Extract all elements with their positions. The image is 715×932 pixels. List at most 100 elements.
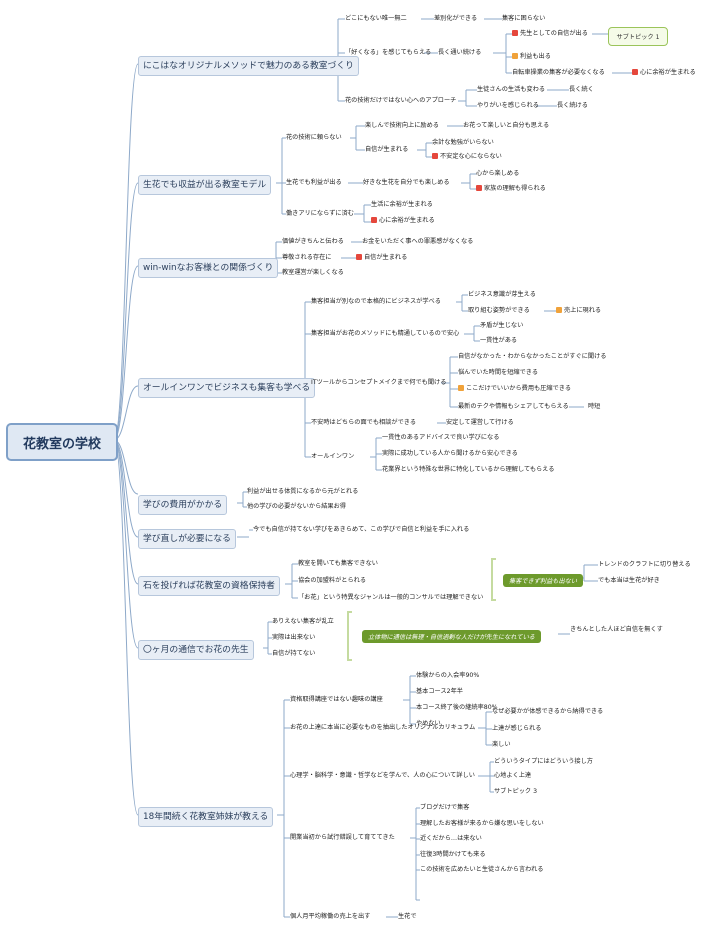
- topic-blog-only[interactable]: ブログだけで集客: [420, 804, 470, 811]
- topic-heart-approach[interactable]: 花の技術だけではない心へのアプローチ: [345, 97, 457, 104]
- branch-18-years[interactable]: 18年間続く花教室姉妹が教える: [138, 807, 274, 827]
- topic-type-approach[interactable]: どういうタイプにはどういう接し方: [494, 758, 593, 765]
- topic-ask-quickly[interactable]: 自信がなかった・わからなかったことがすぐに聞ける: [458, 353, 607, 360]
- topic-profit[interactable]: 利益も出る: [512, 53, 551, 61]
- topic-spread-technique[interactable]: この技術を広めたいと生徒さんから言われる: [420, 866, 544, 873]
- branch-original-method[interactable]: にこはなオリジナルメソッドで魅力のある教室づくり: [138, 56, 359, 76]
- topic-latest-tech[interactable]: 最新のテクや情報もシェアしてもらえる: [458, 403, 569, 410]
- topic-it-tools[interactable]: ITツールからコンセプトメイクまで何でも聞ける: [311, 379, 447, 386]
- branch-win-win[interactable]: win-winなお客様との関係づくり: [138, 258, 279, 278]
- topic-fresh-profit[interactable]: 生花でも利益が出る: [286, 179, 342, 186]
- topic-no-extra-study[interactable]: 余計な勉強がいらない: [432, 139, 494, 146]
- priority-icon: [476, 185, 482, 191]
- topic-trend-craft[interactable]: トレンドのクラフトに切り替える: [598, 561, 691, 568]
- topic-recoup[interactable]: 利益が出せる体質になるから元がとれる: [247, 488, 359, 495]
- topic-attitude[interactable]: 取り組む姿勢ができる: [468, 307, 530, 314]
- topic-join-rate[interactable]: 体験からの入会率90%: [416, 672, 480, 679]
- topic-no-confidence[interactable]: 自信が持てない: [272, 650, 316, 657]
- topic-experience-why[interactable]: なぜ必要かが体感できるから納得できる: [492, 708, 604, 715]
- topic-differentiation[interactable]: 差別化ができる: [434, 15, 478, 22]
- topic-time-saving[interactable]: 時短: [588, 403, 601, 410]
- topic-basic-course[interactable]: 基本コース2年半: [416, 688, 463, 695]
- topic-feel-progress[interactable]: 上達が感じられる: [492, 725, 542, 732]
- topic-no-contradiction[interactable]: 矛盾が生じない: [480, 322, 524, 329]
- topic-consult-anxiety[interactable]: 不安時はどちらの面でも相談ができる: [311, 419, 417, 426]
- topic-all-in-one[interactable]: オールインワン: [311, 453, 355, 460]
- topic-save-time[interactable]: 悩んでいた時間を短縮できる: [458, 369, 539, 376]
- topic-no-trouble-attracting[interactable]: 集客に困らない: [502, 15, 546, 22]
- branch-correspondence[interactable]: 〇ヶ月の通信でお花の先生: [138, 640, 254, 660]
- branch-profit-model[interactable]: 生花でも収益が出る教室モデル: [138, 175, 272, 195]
- priority-icon: [512, 30, 518, 36]
- topic-cannot-attract[interactable]: 教室を開いても集客できない: [298, 560, 378, 567]
- topic-keep-attending[interactable]: 長く通い続ける: [438, 49, 482, 56]
- topic-respected[interactable]: 尊敬される存在に: [282, 254, 332, 261]
- topic-hobby-course[interactable]: 資格取得講座ではない趣味の講座: [290, 696, 383, 703]
- topic-flower-industry[interactable]: 花業界という特殊な世界に特化しているから理解してもらえる: [382, 466, 555, 473]
- topic-fun-operation[interactable]: 教室運営が楽しくなる: [282, 269, 344, 276]
- topic-unique[interactable]: どこにもない唯一無二: [345, 15, 407, 22]
- topic-no-worker-ant[interactable]: 働きアリにならずに済む: [286, 210, 354, 217]
- topic-cannot-do[interactable]: 実際は出来ない: [272, 634, 316, 641]
- topic-heartfelt[interactable]: 心から楽しめる: [476, 170, 520, 177]
- topic-no-bicycle-ops[interactable]: 自転車操業の集客が必要なくなる: [512, 69, 605, 76]
- topic-fresh-flowers[interactable]: 生花で: [398, 913, 417, 920]
- summary-callout-b8[interactable]: 立体物に通信は無理・自信過剰な人だけが先生になれている: [362, 630, 541, 643]
- topic-stable-operation[interactable]: 安定して運営して行ける: [446, 419, 514, 426]
- topic-original-curriculum[interactable]: お花の上達に本当に必要なものを抽出したオリジナルカリキュラム: [290, 724, 476, 731]
- topic-business-awareness[interactable]: ビジネス意識が芽生える: [468, 291, 536, 298]
- topic-psychology[interactable]: 心理学・脳科学・意識・哲学などを学んで、人の心について詳しい: [290, 772, 475, 779]
- topic-confidence-2[interactable]: 自信が生まれる: [356, 254, 407, 262]
- branch-qualification-holders[interactable]: 石を投げれば花教室の資格保持者: [138, 576, 280, 596]
- topic-stable-mind[interactable]: 不安定な心にならない: [432, 153, 502, 161]
- subtopic-3[interactable]: サブトピック 3: [494, 788, 538, 795]
- topic-three-hours[interactable]: 往復3時間かけても来る: [420, 851, 486, 858]
- topic-consistency[interactable]: 一貫性がある: [480, 337, 518, 344]
- topic-separate-marketing[interactable]: 集客担当が別なので本格的にビジネスが学べる: [311, 298, 441, 305]
- topic-absurd-marketing[interactable]: ありえない集客が乱立: [272, 618, 334, 625]
- summary-callout-b7[interactable]: 集客できず利益も出ない: [503, 574, 584, 587]
- topic-no-guilt[interactable]: お金をいただく事への罪悪感がなくなる: [362, 238, 474, 245]
- topic-compress-cost[interactable]: ここだけでいいから費用も圧縮できる: [458, 385, 571, 393]
- topic-give-up[interactable]: 今でも自信が持てない学びをあきらめて、この学びで自信と利益を手に入れる: [253, 526, 470, 533]
- topic-teacher-confidence[interactable]: 先生としての自信が出る: [512, 30, 588, 38]
- subtopic-box[interactable]: サブトピック 1: [608, 27, 668, 46]
- topic-marketing-knows-method[interactable]: 集客担当がお花のメソッドにも精通しているので安心: [311, 330, 460, 337]
- topic-life-room[interactable]: 生活に余裕が生まれる: [371, 201, 433, 208]
- topic-fun[interactable]: 楽しい: [492, 741, 511, 748]
- branch-relearn[interactable]: 学び直しが必要になる: [138, 529, 236, 549]
- topic-general-consult[interactable]: 「お花」という特異なジャンルは一般的コンサルでは理解できない: [298, 594, 484, 601]
- topic-nearby[interactable]: 近くだから…は来ない: [420, 835, 482, 842]
- topic-association-fee[interactable]: 協会の加盟料がとられる: [298, 577, 367, 584]
- topic-sales[interactable]: 売上に現れる: [556, 307, 601, 315]
- topic-feel-improve[interactable]: 「好くなる」を感じてもらえる: [345, 49, 432, 56]
- topic-dont-quit[interactable]: やめない: [416, 720, 441, 727]
- topic-no-other-learning[interactable]: 他の学びの必要がないから結果お得: [247, 503, 346, 510]
- priority-icon: [556, 307, 562, 313]
- topic-likes-fresh[interactable]: でも本当は生花が好き: [598, 577, 660, 584]
- topic-confidence[interactable]: 自信が生まれる: [365, 146, 409, 153]
- topic-mind-room[interactable]: 心に余裕が生まれる: [632, 69, 696, 77]
- topic-student-life[interactable]: 生徒さんの生活も変わる: [477, 86, 546, 93]
- topic-comfortable-progress[interactable]: 心地よく上達: [494, 772, 532, 779]
- topic-rewarding[interactable]: やりがいを感じられる: [477, 102, 539, 109]
- topic-enjoy-improve[interactable]: 楽しんで技術向上に励める: [365, 122, 439, 129]
- topic-self-fun[interactable]: お花って楽しいと自分も思える: [463, 122, 550, 129]
- topic-enjoy-fresh[interactable]: 好きな生花を自分でも楽しめる: [363, 179, 450, 186]
- topic-heart-room[interactable]: 心に余裕が生まれる: [371, 217, 435, 225]
- branch-learning-cost[interactable]: 学びの費用がかかる: [138, 495, 228, 515]
- topic-understanding-customers[interactable]: 理解したお客様が来るから嫌な思いをしない: [420, 820, 544, 827]
- topic-continuation-rate[interactable]: 本コース終了後の継続率80%: [416, 704, 498, 711]
- topic-continue[interactable]: 長く続ける: [557, 102, 588, 109]
- topic-not-rely-tech[interactable]: 花の技術に頼らない: [286, 134, 342, 141]
- topic-monthly-sales[interactable]: 個人月平均稼働の売上を出す: [290, 913, 371, 920]
- root-topic[interactable]: 花教室の学校: [6, 423, 118, 461]
- topic-lose-confidence[interactable]: きちんとした人ほど自信を無くす: [570, 626, 663, 633]
- topic-long-lasting[interactable]: 長く続く: [569, 86, 594, 93]
- topic-family[interactable]: 家族の理解も得られる: [476, 185, 546, 193]
- topic-trial-error[interactable]: 開業当初から試行錯誤して育ててきた: [290, 834, 395, 841]
- topic-consistent-advice[interactable]: 一貫性のあるアドバイスで良い学びになる: [382, 434, 500, 441]
- topic-value-conveyed[interactable]: 価値がきちんと伝わる: [282, 238, 344, 245]
- topic-successful-people[interactable]: 実際に成功している人から聞けるから安心できる: [382, 450, 518, 457]
- branch-all-in-one[interactable]: オールインワンでビジネスも集客も学べる: [138, 378, 316, 398]
